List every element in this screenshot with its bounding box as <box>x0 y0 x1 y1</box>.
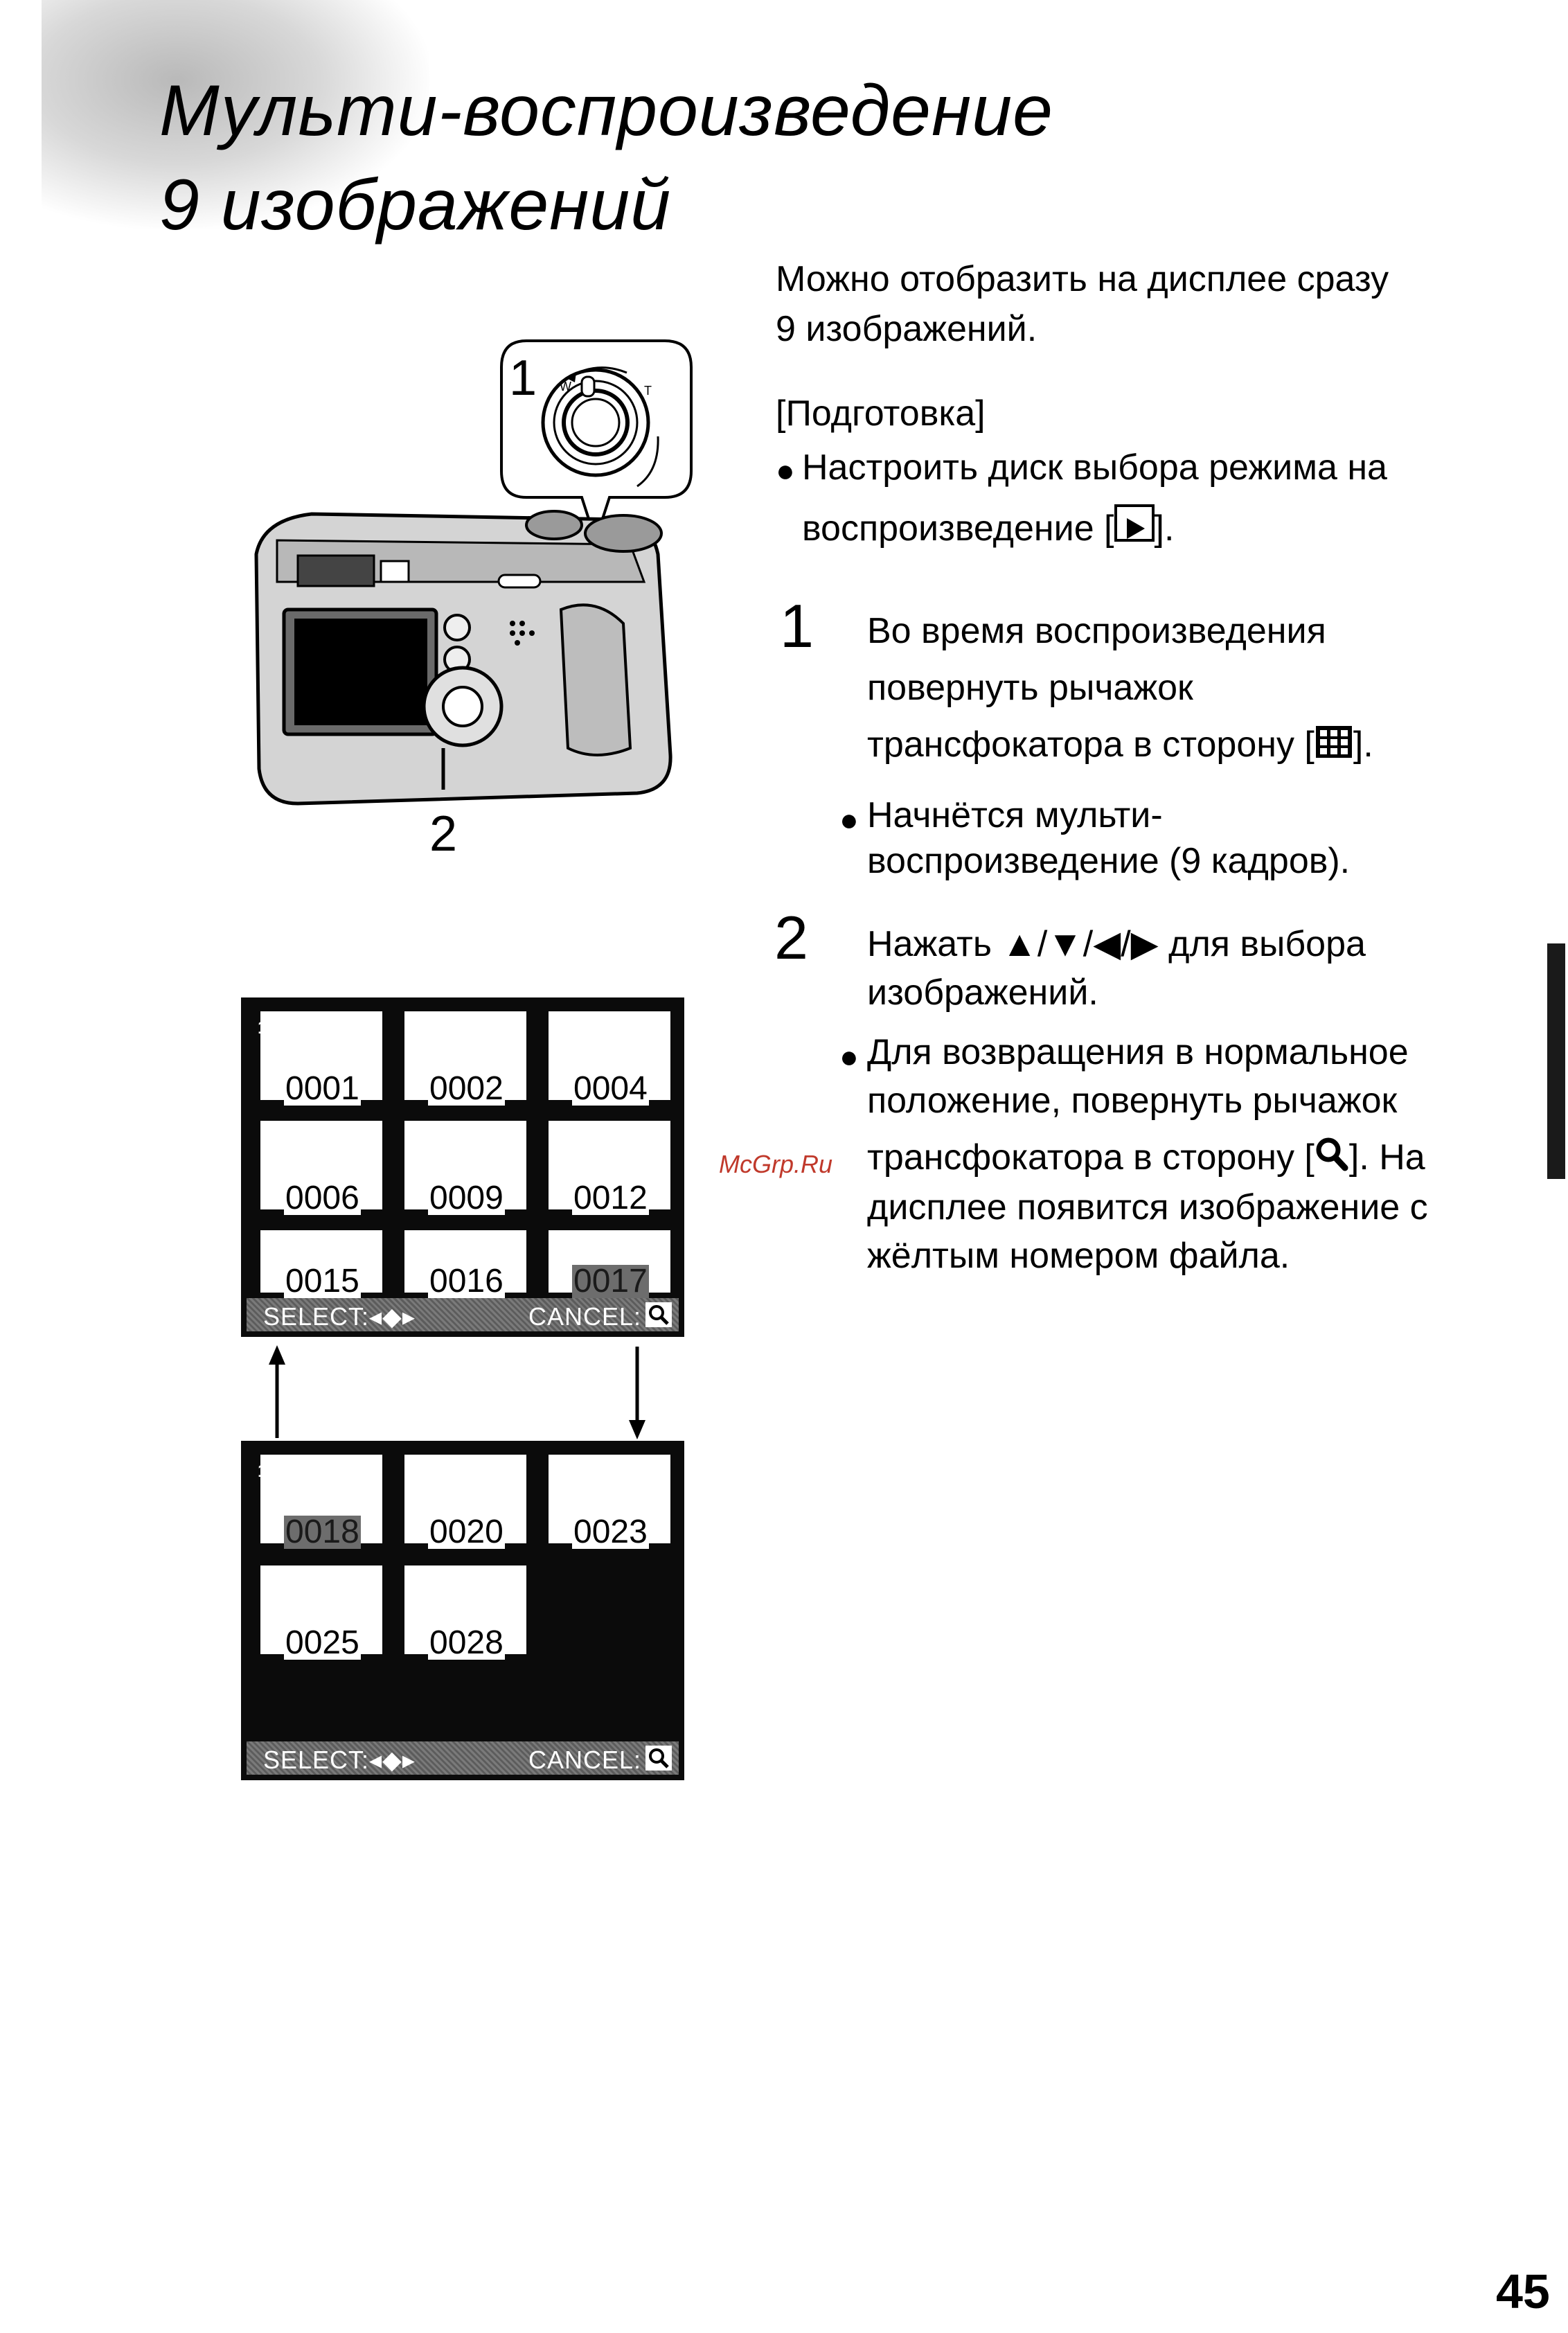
select-hint: SELECT:◂◆▸ <box>263 1302 416 1331</box>
magnifier-icon <box>645 1746 672 1771</box>
thumbnail-number: 0012 <box>572 1180 649 1216</box>
title-shading <box>42 0 429 229</box>
lcd-screen-2: 100 0018 0020 0023 0025 0028 SELECT:◂◆▸ … <box>241 1441 684 1780</box>
step1-line3: трансфокатора в сторону []. <box>867 719 1373 773</box>
step1-line2: повернуть рычажок <box>867 668 1193 708</box>
thumbnail[interactable]: 0015 <box>260 1230 382 1298</box>
camera-body <box>254 510 672 806</box>
magnifier-icon <box>1315 1135 1349 1186</box>
status-bar: SELECT:◂◆▸ CANCEL: <box>247 1741 679 1775</box>
step2-note-line2: положение, повернуть рычажок <box>867 1081 1398 1121</box>
preparation-heading: [Подготовка] <box>776 393 986 434</box>
zoom-dial-callout: W T 1 <box>500 339 693 545</box>
thumbnail-number: 0020 <box>428 1514 505 1550</box>
thumbnail-number: 0006 <box>284 1180 361 1216</box>
thumbnail[interactable]: 0023 <box>549 1455 670 1549</box>
thumbnail-number-selected: 0017 <box>572 1263 649 1299</box>
bullet-dot: ● <box>776 452 795 488</box>
thumbnail-selected[interactable]: 0017 <box>549 1230 670 1298</box>
page-title-line1: Мульти-воспроизведение <box>159 71 1053 151</box>
step1-note-line2: воспроизведение (9 кадров). <box>867 841 1351 881</box>
section-tab-marker <box>1547 943 1565 1179</box>
thumbnail[interactable]: 0020 <box>404 1455 526 1549</box>
cancel-hint: CANCEL: <box>528 1302 641 1331</box>
intro-line1: Можно отобразить на дисплее сразу <box>776 259 1389 299</box>
lcd-screen-1: 100 0001 0002 0004 0006 0009 0012 0015 0… <box>241 997 684 1337</box>
select-hint: SELECT:◂◆▸ <box>263 1746 416 1774</box>
thumbnail[interactable]: 0009 <box>404 1121 526 1215</box>
thumbnail-number: 0025 <box>284 1624 361 1661</box>
direction-arrows: ▲/▼/◀/▶ <box>1001 924 1159 964</box>
up-arrow-icon <box>269 1345 285 1438</box>
down-arrow-icon <box>629 1347 645 1439</box>
step2-line2: изображений. <box>867 973 1098 1013</box>
preparation-bullet-line2: воспроизведение []. <box>802 503 1174 554</box>
thumbnail[interactable]: 0025 <box>260 1565 382 1660</box>
thumbnail[interactable]: 0012 <box>549 1121 670 1215</box>
thumbnail-selected[interactable]: 0018 <box>260 1455 382 1549</box>
thumbnail[interactable]: 0004 <box>549 1011 670 1106</box>
thumbnail[interactable]: 0028 <box>404 1565 526 1660</box>
bullet-dot: ● <box>839 801 859 837</box>
thumbnail-number: 0002 <box>428 1070 505 1107</box>
thumbnail[interactable]: 0001 <box>260 1011 382 1106</box>
camera-illustration: W T 1 2 <box>254 339 693 862</box>
callout-1-label: 1 <box>509 351 537 406</box>
thumbnail-number-selected: 0018 <box>284 1514 361 1550</box>
step2-line1: Нажать ▲/▼/◀/▶ для выбора <box>867 924 1366 964</box>
thumbnail-number: 0015 <box>284 1263 361 1299</box>
step1-line1: Во время воспроизведения <box>867 611 1326 651</box>
thumbnail-number: 0009 <box>428 1180 505 1216</box>
step2-note-line4: дисплее появится изображение с <box>867 1187 1428 1227</box>
magnifier-icon <box>645 1302 672 1327</box>
step1-note-line1: Начнётся мульти- <box>867 795 1163 835</box>
step1-number: 1 <box>780 592 814 660</box>
dial-w-label: W <box>560 380 571 393</box>
preparation-bullet-line1: Настроить диск выбора режима на <box>802 447 1387 488</box>
status-bar: SELECT:◂◆▸ CANCEL: <box>247 1298 679 1331</box>
thumbnail-number: 0016 <box>428 1263 505 1299</box>
step2-note-line5: жёлтым номером файла. <box>867 1236 1290 1276</box>
thumbnail-number: 0001 <box>284 1070 361 1107</box>
thumbnail-number: 0028 <box>428 1624 505 1661</box>
thumbnail[interactable]: 0002 <box>404 1011 526 1106</box>
step2-note-line3: трансфокатора в сторону []. На <box>867 1132 1425 1186</box>
thumbnail[interactable]: 0016 <box>404 1230 526 1298</box>
bullet-dot: ● <box>839 1038 859 1074</box>
thumbnail[interactable]: 0006 <box>260 1121 382 1215</box>
cancel-hint: CANCEL: <box>528 1746 641 1774</box>
watermark: McGrp.Ru <box>719 1150 833 1178</box>
page-title-line2: 9 изображений <box>159 165 672 245</box>
play-mode-icon <box>1114 504 1155 542</box>
dial-t-label: T <box>644 384 652 398</box>
multi-playback-icon <box>1315 722 1353 773</box>
step2-note-line1: Для возвращения в нормальное <box>867 1032 1409 1072</box>
step2-number: 2 <box>774 903 808 972</box>
intro-line2: 9 изображений. <box>776 309 1037 349</box>
page-number: 45 <box>1496 2264 1550 2318</box>
callout-2-label: 2 <box>429 806 457 862</box>
thumbnail-number: 0023 <box>572 1514 649 1550</box>
thumbnail-number: 0004 <box>572 1070 649 1107</box>
